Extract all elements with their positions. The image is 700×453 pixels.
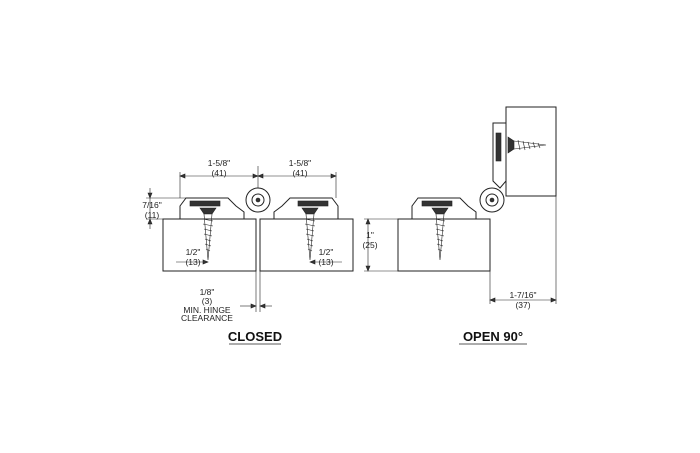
- open-view: 1" (25) 1-7/16" (37) OPEN 90°: [362, 106, 557, 345]
- bottom-board: [397, 218, 491, 272]
- open-caption: OPEN 90°: [463, 329, 523, 344]
- vertical-leaf-slot: [495, 132, 502, 162]
- vertical-screw: [507, 136, 547, 154]
- hinge-pin-center: [255, 197, 261, 203]
- dim-offset: 1-7/16": [509, 290, 536, 300]
- dim-right-half: 1/2": [319, 247, 334, 257]
- dim-right-width-mm: (41): [292, 168, 307, 178]
- dim-left-half-mm: (13): [185, 257, 200, 267]
- right-screw: [301, 207, 319, 261]
- open-hinge-pin-center: [489, 197, 495, 203]
- dim-thickness: 1": [366, 230, 374, 240]
- dim-left-width: 1-5/8": [208, 158, 230, 168]
- left-screw: [199, 207, 217, 261]
- vertical-board: [505, 106, 557, 197]
- dim-thickness-mm: (25): [362, 240, 377, 250]
- dim-right-width: 1-5/8": [289, 158, 311, 168]
- dim-clearance-mm: (3): [202, 296, 213, 306]
- dim-right-half-mm: (13): [318, 257, 333, 267]
- closed-view: 1-5/8" (41) 1-5/8" (41) 7/16" (11) 1/2" …: [142, 158, 354, 345]
- dim-left-width-mm: (41): [211, 168, 226, 178]
- dim-offset-mm: (37): [515, 300, 530, 310]
- dim-leaf-height: 7/16": [142, 200, 162, 210]
- closed-caption: CLOSED: [228, 329, 282, 344]
- bottom-leaf-slot: [421, 200, 453, 207]
- dim-leaf-height-mm: (11): [145, 210, 160, 220]
- right-leaf-slot: [297, 200, 329, 207]
- right-board: [259, 218, 354, 272]
- clearance-label-line2: CLEARANCE: [181, 313, 233, 323]
- bottom-screw: [431, 207, 449, 261]
- clearance-label-line1: MIN. HINGE: [183, 305, 231, 315]
- left-leaf-slot: [189, 200, 221, 207]
- dim-left-half: 1/2": [186, 247, 201, 257]
- dim-clearance: 1/8": [200, 287, 215, 297]
